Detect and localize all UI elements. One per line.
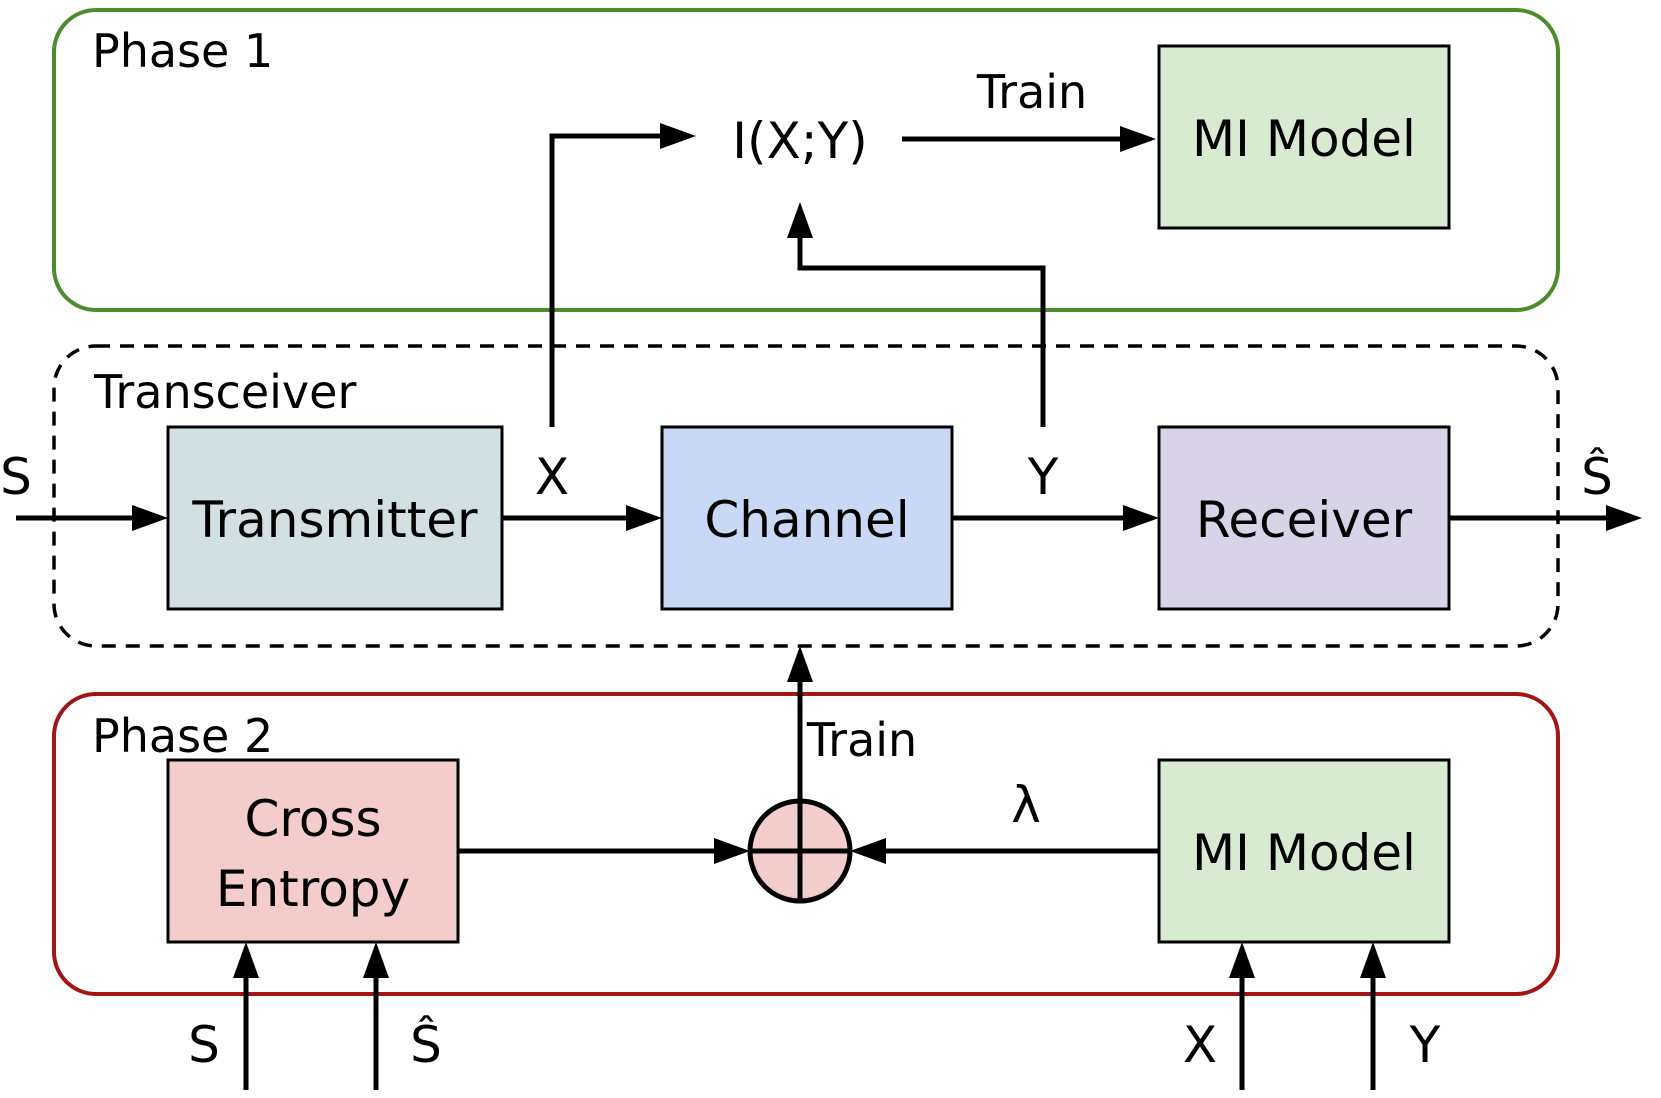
lambda-label: λ [1011,776,1041,834]
y-to-mi-line [797,236,1046,427]
y-signal-label: Y [1027,448,1059,506]
transceiver-frame [52,344,1560,648]
phase1-title: Phase 1 [92,24,273,78]
cross-entropy-label-line1: Cross [244,790,381,848]
train-arrowhead [1120,126,1156,152]
phase2-title: Phase 2 [92,709,273,763]
phase2-frame [52,692,1560,996]
cross-entropy-label-line2: Entropy [216,860,410,918]
phase1-train-label: Train [976,65,1087,119]
output-s-hat-label: Ŝ [1581,447,1613,506]
cross-entropy-input-s: S [188,1016,220,1074]
mi-model-to-sum-arrowhead [850,838,886,864]
phase1-mi-model-box [1157,44,1451,230]
s-input-arrowhead [132,505,168,531]
y-into-mi-model-arrowhead [1360,942,1386,978]
x-into-mi-model-arrowhead [1229,942,1255,978]
s-hat-output-arrowhead [1606,505,1642,531]
receiver-label: Receiver [1196,491,1413,549]
y-to-mi-arrowhead [787,202,813,238]
phase2-mi-model-box [1157,758,1451,944]
phase2-mi-model-label: MI Model [1192,824,1416,882]
phase1-mi-model-label: MI Model [1192,110,1416,168]
x-arrowhead [626,505,662,531]
cross-entropy-input-s-hat: Ŝ [410,1015,442,1074]
s-into-cross-entropy-arrowhead [233,942,259,978]
x-signal-label: X [535,448,569,506]
mi-model-input-x: X [1183,1016,1217,1074]
input-s-label: S [0,448,32,506]
sum-to-transceiver-arrowhead [787,646,813,682]
channel-box [660,425,954,611]
transceiver-title: Transceiver [93,365,356,419]
mutual-information-label: I(X;Y) [732,112,867,170]
phase2-train-label: Train [806,713,917,767]
x-to-mi-line [549,133,660,427]
transmitter-label: Transmitter [191,491,478,549]
cross-entropy-box [166,758,460,944]
cross-entropy-to-sum-arrowhead [714,838,750,864]
phase1-frame [52,8,1560,312]
x-to-mi-arrowhead [660,123,696,149]
s-hat-into-cross-entropy-arrowhead [363,942,389,978]
y-arrowhead [1123,505,1159,531]
receiver-box [1157,425,1451,611]
channel-label: Channel [704,491,909,549]
mi-model-input-y: Y [1409,1016,1441,1074]
